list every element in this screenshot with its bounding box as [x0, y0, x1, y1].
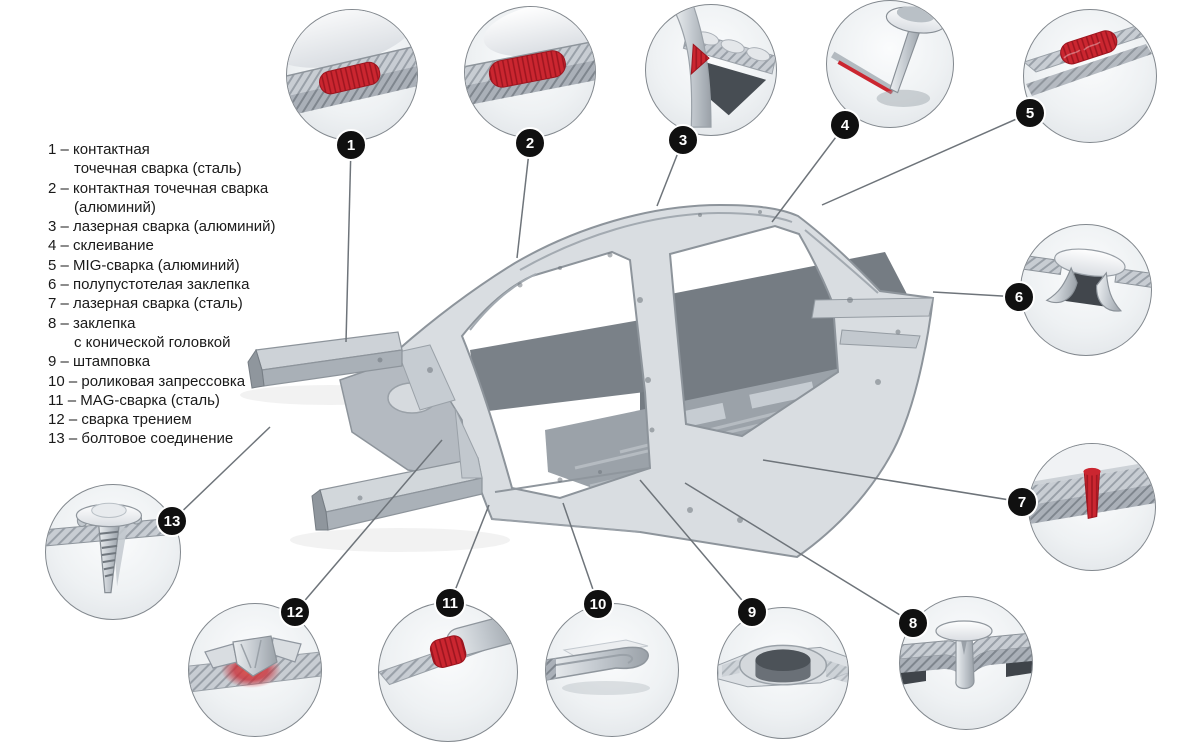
marker-badge-4: 4	[829, 109, 861, 141]
laser-weld-steel-closeup-icon	[1029, 444, 1155, 525]
callout-bolt-joint	[45, 484, 181, 620]
car-body	[240, 203, 935, 559]
leader-line-2	[516, 142, 531, 259]
legend: 1 – контактная точечная сварка (сталь) 2…	[48, 140, 318, 449]
leader-line-9	[639, 479, 753, 613]
legend-item-12: 12 – сварка трением	[48, 411, 192, 429]
legend-item-8: 8 – заклепка	[48, 314, 136, 332]
leader-line-10	[562, 502, 599, 605]
spot-weld-steel-closeup-icon	[287, 10, 417, 121]
mag-weld-closeup-icon	[379, 615, 517, 686]
leader-line-11	[449, 504, 490, 604]
callout-spot-weld-steel	[286, 9, 418, 141]
leader-line-7	[762, 459, 1023, 503]
callout-mag-weld	[378, 602, 518, 742]
marker-badge-11: 11	[434, 587, 466, 619]
leader-line-8	[684, 482, 914, 624]
mig-weld-closeup-icon	[1024, 23, 1156, 96]
marker-badge-7: 7	[1006, 486, 1038, 518]
stamping-closeup-icon	[718, 644, 848, 688]
legend-item-1: 1 – контактная	[48, 141, 150, 158]
leader-line-1	[345, 144, 352, 343]
marker-badge-10: 10	[582, 588, 614, 620]
leader-lines	[171, 112, 1031, 624]
semi-hollow-rivet-closeup-icon	[1021, 248, 1151, 312]
marker-badge-5: 5	[1014, 97, 1046, 129]
legend-item-2-cont: (алюминий)	[74, 198, 156, 216]
callout-laser-weld-steel	[1028, 443, 1156, 571]
leader-line-4	[771, 124, 846, 223]
legend-item-13: 13 – болтовое соединение	[48, 430, 234, 448]
callout-spot-weld-aluminium	[464, 6, 596, 138]
marker-badge-2: 2	[514, 127, 546, 159]
legend-item-6: 6 – полупустотелая заклепка	[48, 276, 250, 294]
leader-line-5	[821, 112, 1031, 206]
legend-item-8-cont: с конической головкой	[74, 333, 231, 351]
callout-adhesive-bonding	[826, 0, 954, 128]
bolt-joint-closeup-icon	[46, 502, 180, 594]
legend-item-4: 4 – склеивание	[48, 237, 154, 255]
callout-semi-hollow-rivet	[1020, 224, 1152, 356]
marker-badge-12: 12	[279, 596, 311, 628]
callout-roller-hemming	[545, 603, 679, 737]
marker-badge-9: 9	[736, 596, 768, 628]
callout-mig-weld	[1023, 9, 1157, 143]
callout-stamping	[717, 607, 849, 739]
spot-weld-aluminium-closeup-icon	[465, 7, 595, 110]
friction-weld-closeup-icon	[189, 635, 321, 693]
legend-item-1-cont: точечная сварка (сталь)	[74, 160, 242, 178]
legend-item-2: 2 – контактная точечная сварка	[48, 179, 269, 197]
leader-line-12	[294, 439, 443, 613]
callout-laser-weld-aluminium	[645, 4, 777, 136]
conical-head-rivet-closeup-icon	[900, 620, 1032, 690]
legend-item-9: 9 – штамповка	[48, 353, 151, 371]
laser-weld-aluminium-closeup-icon	[672, 5, 776, 128]
legend-item-3: 3 – лазерная сварка (алюминий)	[48, 218, 276, 236]
legend-item-5: 5 – MIG-сварка (алюминий)	[48, 256, 240, 274]
legend-item-7: 7 – лазерная сварка (сталь)	[48, 295, 243, 313]
marker-badge-13: 13	[156, 505, 188, 537]
marker-badge-1: 1	[335, 129, 367, 161]
roller-hemming-closeup-icon	[546, 639, 650, 695]
marker-badge-8: 8	[897, 607, 929, 639]
legend-item-10: 10 – роликовая запрессовка	[48, 372, 246, 390]
marker-badge-3: 3	[667, 124, 699, 156]
adhesive-bonding-closeup-icon	[831, 6, 946, 107]
legend-item-11: 11 – MAG-сварка (сталь)	[48, 391, 220, 409]
marker-badge-6: 6	[1003, 281, 1035, 313]
leader-line-13	[171, 426, 271, 522]
